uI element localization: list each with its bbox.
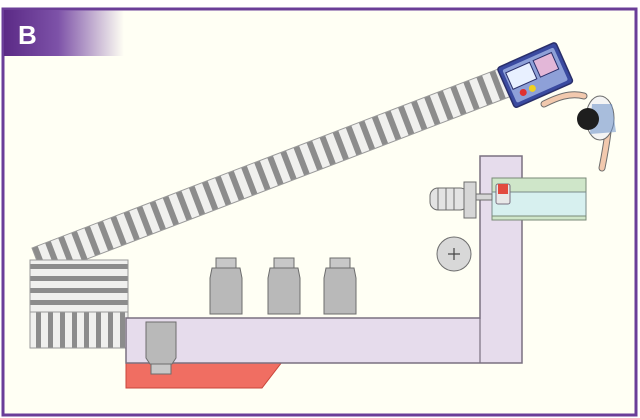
motor-icon bbox=[429, 181, 493, 219]
bottle-icon bbox=[209, 257, 243, 315]
panel-label-badge: B bbox=[4, 10, 124, 56]
cap-feeder-icon bbox=[495, 183, 511, 205]
operator-figure-icon bbox=[540, 91, 616, 172]
horizontal-belt-segment bbox=[29, 259, 129, 313]
bottle-icon bbox=[145, 321, 177, 375]
round-dial-icon bbox=[436, 236, 472, 272]
green-rail-bottom bbox=[491, 215, 587, 221]
red-base-plate bbox=[125, 361, 284, 389]
vertical-belt-segment bbox=[29, 311, 129, 349]
bottle-icon bbox=[323, 257, 357, 315]
panel-label: B bbox=[18, 20, 37, 50]
bottle-icon bbox=[267, 257, 301, 315]
control-panel-icon bbox=[497, 42, 574, 108]
